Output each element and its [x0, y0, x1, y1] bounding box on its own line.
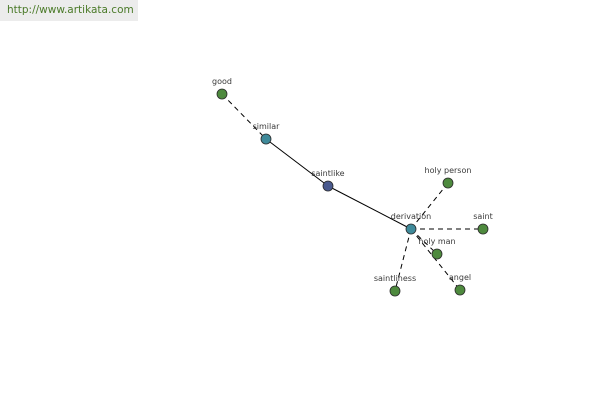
node-label-holy-man: holy man — [418, 237, 455, 246]
node-saintlike[interactable] — [322, 180, 334, 192]
node-label-similar: similar — [253, 122, 281, 131]
node-label-good: good — [212, 77, 232, 86]
node-label-saint: saint — [473, 212, 493, 221]
edge-good-similar — [221, 93, 267, 140]
site-url-link[interactable]: http://www.artikata.com — [0, 0, 138, 21]
nodes-layer — [216, 88, 489, 297]
node-label-angel: angel — [449, 273, 471, 282]
node-label-holy-person: holy person — [425, 166, 472, 175]
node-label-derivation: derivation — [391, 212, 431, 221]
edge-saintlike-derivation — [327, 185, 412, 230]
node-similar[interactable] — [260, 133, 272, 145]
node-holy-person[interactable] — [442, 177, 454, 189]
edge-derivation-angel — [410, 228, 461, 291]
node-good[interactable] — [216, 88, 228, 100]
node-saint[interactable] — [477, 223, 489, 235]
node-label-saintlike: saintlike — [311, 169, 344, 178]
node-derivation[interactable] — [405, 223, 417, 235]
node-label-saintliness: saintliness — [374, 274, 416, 283]
edge-derivation-saintliness — [394, 228, 412, 292]
labels-layer: good similar saintlike derivation holy perso… — [212, 77, 493, 283]
edge-derivation-holy-man — [410, 228, 438, 255]
edges-layer — [221, 93, 483, 292]
node-saintliness[interactable] — [389, 285, 401, 297]
node-angel[interactable] — [454, 284, 466, 296]
edge-derivation-holy-person — [410, 182, 449, 230]
edge-similar-saintlike — [265, 138, 329, 187]
node-holy-man[interactable] — [431, 248, 443, 260]
